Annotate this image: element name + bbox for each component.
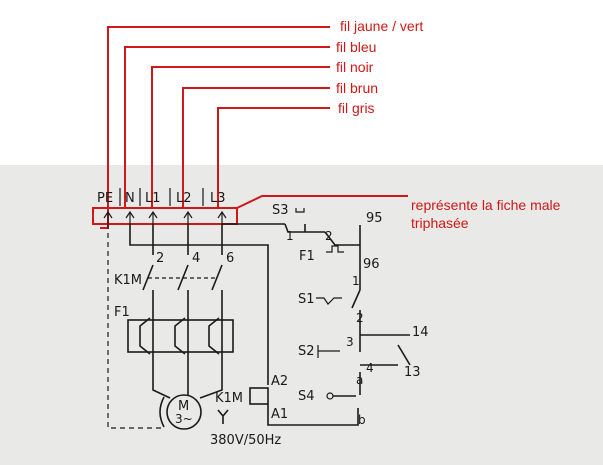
coil-a1: A1 — [271, 407, 288, 422]
node-95: 95 — [366, 211, 383, 226]
power-lines — [129, 223, 285, 385]
s3-label: S3 — [272, 203, 289, 218]
k1m-coil — [249, 387, 269, 405]
node-3: 3 — [346, 335, 354, 349]
motor-symbol — [166, 394, 202, 430]
thermal-symbol — [326, 245, 344, 253]
s2-label: S2 — [298, 344, 315, 359]
terminal-l2: L2 — [176, 191, 192, 206]
leader-n — [124, 46, 330, 208]
s1-button-symbol — [316, 297, 342, 305]
node-b: b — [358, 413, 366, 427]
earth-dashed-line — [107, 224, 164, 429]
leader-plug — [236, 195, 408, 209]
s4-symbol — [326, 392, 334, 400]
control-lines — [284, 223, 411, 395]
leader-pe — [100, 26, 330, 229]
motor-label-m: M — [178, 399, 189, 414]
scanned-schematic-background — [0, 165, 603, 465]
node-13: 13 — [404, 365, 421, 380]
s1-label: S1 — [298, 292, 315, 307]
label-l1-wire: fil noir — [336, 59, 374, 75]
node-4: 4 — [366, 361, 374, 375]
node-1a: 1 — [286, 229, 294, 243]
contact-label-6: 6 — [226, 251, 234, 266]
plug-outline — [92, 207, 238, 225]
star-connection-symbol — [217, 409, 229, 424]
node-1b: 1 — [352, 274, 360, 288]
f1-overload-elements — [139, 317, 223, 355]
node-2a: 2 — [325, 229, 333, 243]
node-2b: 2 — [356, 311, 364, 325]
coil-a2: A2 — [271, 374, 288, 389]
label-n-wire: fil bleu — [336, 39, 376, 55]
terminal-l1: L1 — [145, 191, 161, 206]
motor-label-phase: 3~ — [175, 412, 193, 426]
f1-label: F1 — [114, 305, 130, 320]
node-96: 96 — [363, 257, 380, 272]
label-l3-wire: fil gris — [338, 100, 375, 116]
terminal-arrows — [103, 210, 227, 224]
terminal-pe: PE — [97, 191, 113, 206]
contact-label-2: 2 — [156, 251, 164, 266]
label-pe-wire: fil jaune / vert — [340, 18, 423, 34]
terminal-l3: L3 — [210, 191, 226, 206]
f1-overload-box — [127, 319, 234, 353]
node-a: a — [356, 373, 363, 387]
annotation-leaders — [92, 26, 408, 229]
leader-l3 — [217, 107, 330, 208]
terminal-n: N — [125, 191, 135, 206]
coil-return-line — [267, 404, 359, 426]
motor-housing-arc — [159, 396, 165, 428]
contact-label-4: 4 — [192, 251, 200, 266]
motor-k1m-label: K1M — [215, 391, 243, 406]
f1-control-label: F1 — [299, 249, 315, 264]
label-l2-wire: fil brun — [336, 80, 378, 96]
leader-l2 — [182, 87, 330, 208]
s1-contact — [351, 289, 361, 309]
label-plug-line1: représente la fiche male — [411, 197, 561, 213]
s2-button-symbol — [317, 345, 340, 358]
supply-rating: 380V/50Hz — [210, 433, 281, 448]
node-14: 14 — [412, 325, 429, 340]
k1m-label: K1M — [114, 273, 142, 288]
label-plug-line2: triphasée — [411, 215, 469, 231]
k1m-main-contacts — [142, 264, 223, 318]
leader-l1 — [151, 66, 330, 208]
motor-feed — [152, 354, 223, 399]
s4-label: S4 — [298, 389, 315, 404]
s3-symbol — [295, 208, 305, 213]
